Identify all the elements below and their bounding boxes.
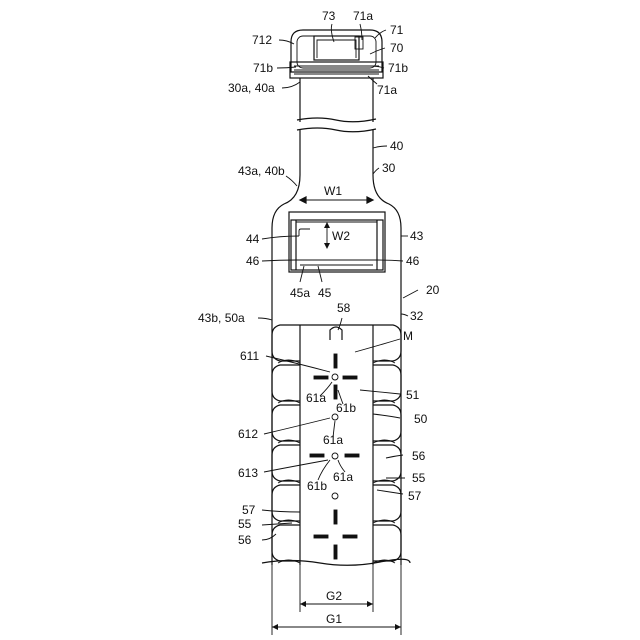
rib: [272, 485, 300, 521]
label-30a-40a: 30a, 40a: [228, 81, 275, 95]
label-61a-1: 61a: [306, 391, 326, 405]
label-43b-50a: 43b, 50a: [198, 311, 245, 325]
label-61a-3: 61a: [333, 470, 353, 484]
label-612: 612: [238, 427, 258, 441]
label-71a-bottom: 71a: [377, 83, 397, 97]
label-43: 43: [410, 229, 424, 243]
label-61b-2: 61b: [307, 479, 327, 493]
label-71b-right: 71b: [388, 61, 408, 75]
label-51: 51: [406, 388, 420, 402]
label-70: 70: [390, 41, 404, 55]
rib: [272, 325, 300, 361]
label-61b-1: 61b: [336, 401, 356, 415]
label-71: 71: [390, 23, 404, 37]
label-W1: W1: [324, 184, 342, 198]
rib: [272, 445, 300, 481]
label-57-left: 57: [242, 503, 256, 517]
label-71a-top: 71a: [353, 9, 373, 23]
label-W2: W2: [332, 229, 350, 243]
label-73: 73: [322, 9, 336, 23]
rib: [373, 525, 401, 561]
label-71b-left: 71b: [253, 61, 273, 75]
label-56-right: 56: [412, 449, 426, 463]
rib: [373, 405, 401, 441]
label-45a: 45a: [290, 286, 310, 300]
label-55-left: 55: [238, 517, 252, 531]
rib: [373, 365, 401, 401]
label-46-right: 46: [406, 254, 420, 268]
label-M: M: [403, 329, 413, 343]
label-46-left: 46: [246, 254, 260, 268]
label-45: 45: [318, 286, 332, 300]
rib: [272, 365, 300, 401]
label-611: 611: [240, 349, 259, 363]
label-44: 44: [246, 232, 260, 246]
label-56-left: 56: [238, 533, 252, 547]
label-712: 712: [252, 33, 272, 47]
label-G1: G1: [326, 612, 342, 626]
right-ribs: [373, 325, 401, 563]
label-58: 58: [337, 301, 351, 315]
cap-assembly: [290, 30, 383, 78]
rib: [272, 525, 300, 561]
rib: [373, 445, 401, 481]
rib: [272, 405, 300, 441]
label-20: 20: [426, 283, 440, 297]
label-55-right: 55: [412, 471, 426, 485]
label-61a-2: 61a: [323, 433, 343, 447]
tube-upper: [297, 78, 376, 175]
label-30: 30: [382, 161, 396, 175]
label-43a-40b: 43a, 40b: [238, 164, 285, 178]
leader-lines: [258, 24, 418, 540]
label-G2: G2: [326, 589, 342, 603]
label-40: 40: [390, 139, 404, 153]
label-57-right: 57: [408, 489, 422, 503]
label-32: 32: [410, 309, 424, 323]
reference-labels: 73 71a 71 712 70 71b 71b 71a 30a, 40a 40…: [198, 9, 440, 626]
label-613: 613: [238, 466, 258, 480]
label-50: 50: [414, 412, 428, 426]
